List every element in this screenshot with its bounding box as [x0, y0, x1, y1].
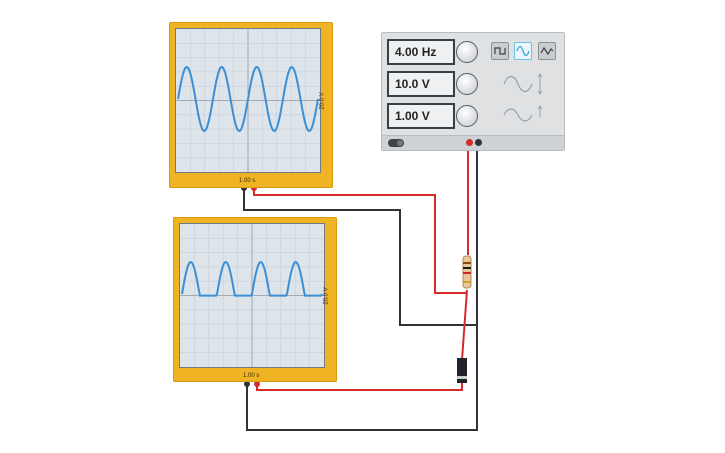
wire-top-scope-red [253, 188, 466, 294]
oscilloscope-top-vertical-scale: 20.0 V [319, 92, 326, 110]
negative-terminal[interactable] [475, 139, 482, 146]
wire-bottom-scope-red [256, 383, 463, 391]
amplitude-knob[interactable] [456, 73, 478, 95]
dc-offset-knob[interactable] [456, 105, 478, 127]
triangle-wave-button[interactable] [538, 42, 556, 60]
wire-resistor-to-diode [461, 289, 468, 361]
function-generator: 4.00 Hz 10.0 V 1.00 V [381, 32, 565, 151]
generator-footer [382, 135, 564, 150]
oscilloscope-top-time-scale: 1.00 s [239, 178, 256, 184]
diode-icon[interactable] [457, 358, 467, 383]
sine-wave-button[interactable] [514, 42, 532, 60]
frequency-knob[interactable] [456, 41, 478, 63]
wire-generator-black [246, 141, 478, 431]
oscilloscope-bottom-vertical-scale: 20.0 V [323, 287, 330, 305]
amplitude-display: 10.0 V [387, 71, 455, 97]
power-toggle[interactable] [388, 139, 404, 147]
oscilloscope-top-screen [175, 28, 321, 173]
sine-wave-icon [516, 45, 530, 57]
oscilloscope-bottom-screen [179, 223, 325, 368]
dc-offset-display: 1.00 V [387, 103, 455, 129]
square-wave-button[interactable] [491, 42, 509, 60]
frequency-display: 4.00 Hz [387, 39, 455, 65]
oscilloscope-top-trace [176, 29, 320, 172]
oscilloscope-bottom[interactable]: 20.0 V 1.00 s [173, 217, 337, 382]
offset-wave-icon [503, 105, 543, 122]
triangle-wave-icon [540, 46, 554, 56]
positive-terminal[interactable] [466, 139, 473, 146]
oscilloscope-bottom-trace [180, 224, 324, 367]
square-wave-icon [494, 47, 506, 55]
wire-top-scope-black [243, 188, 476, 326]
resistor-icon[interactable] [462, 255, 472, 289]
oscilloscope-top[interactable]: 20.0 V 1.00 s [169, 22, 333, 188]
oscilloscope-bottom-time-scale: 1.00 s [243, 373, 260, 379]
amplitude-wave-icon [503, 73, 543, 95]
